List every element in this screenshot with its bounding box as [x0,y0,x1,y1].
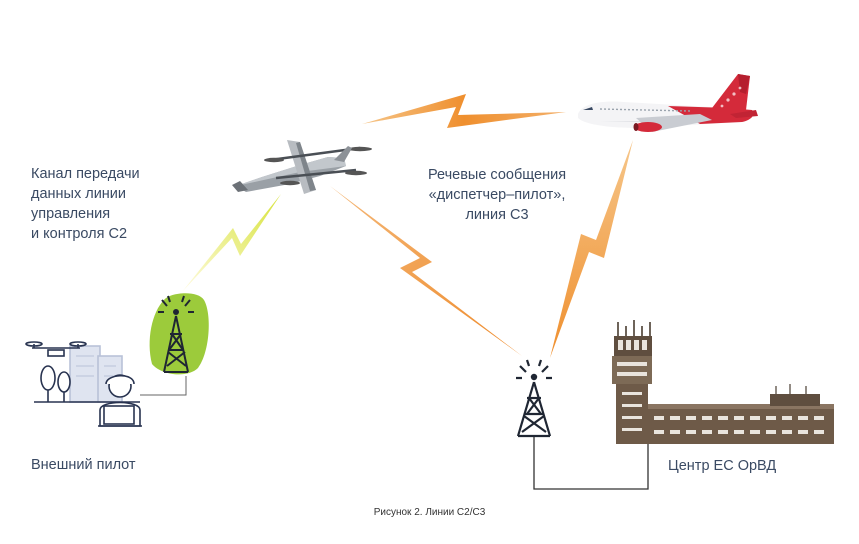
link-drone-airliner [362,94,566,128]
figure-caption: Рисунок 2. Линии С2/С3 [373,507,486,518]
airliner-icon [578,74,758,132]
c3-label-line: «диспетчер–пилот», [428,187,566,203]
c3-label-line: линия С3 [465,207,529,223]
wire-tower-atc [533,437,649,490]
remote-pilot-label: Внешний пилот [31,457,136,473]
link-airliner-ground-tower [550,140,633,358]
drone-icon [232,140,372,194]
atc-center-icon [612,320,834,444]
link-c2-pilot-tower-drone [182,194,281,292]
c2-label-line: данных линии [31,186,127,202]
c3-link-label: Речевые сообщения «диспетчер–пилот», лин… [412,165,582,225]
remote-pilot-icon [25,341,142,427]
radio-tower-icon [149,293,209,375]
radio-tower-icon [516,359,552,438]
wire-pilot-tower [140,376,187,396]
c2-label-line: и контроля С2 [31,226,128,242]
atc-center-label: Центр ЕС ОрВД [668,458,777,474]
c2-link-label: Канал передачи данных линии управления и… [31,164,140,244]
c2-label-line: Канал передачи [31,166,140,182]
c3-label-line: Речевые сообщения [427,167,567,183]
c2-label-line: управления [31,206,111,222]
